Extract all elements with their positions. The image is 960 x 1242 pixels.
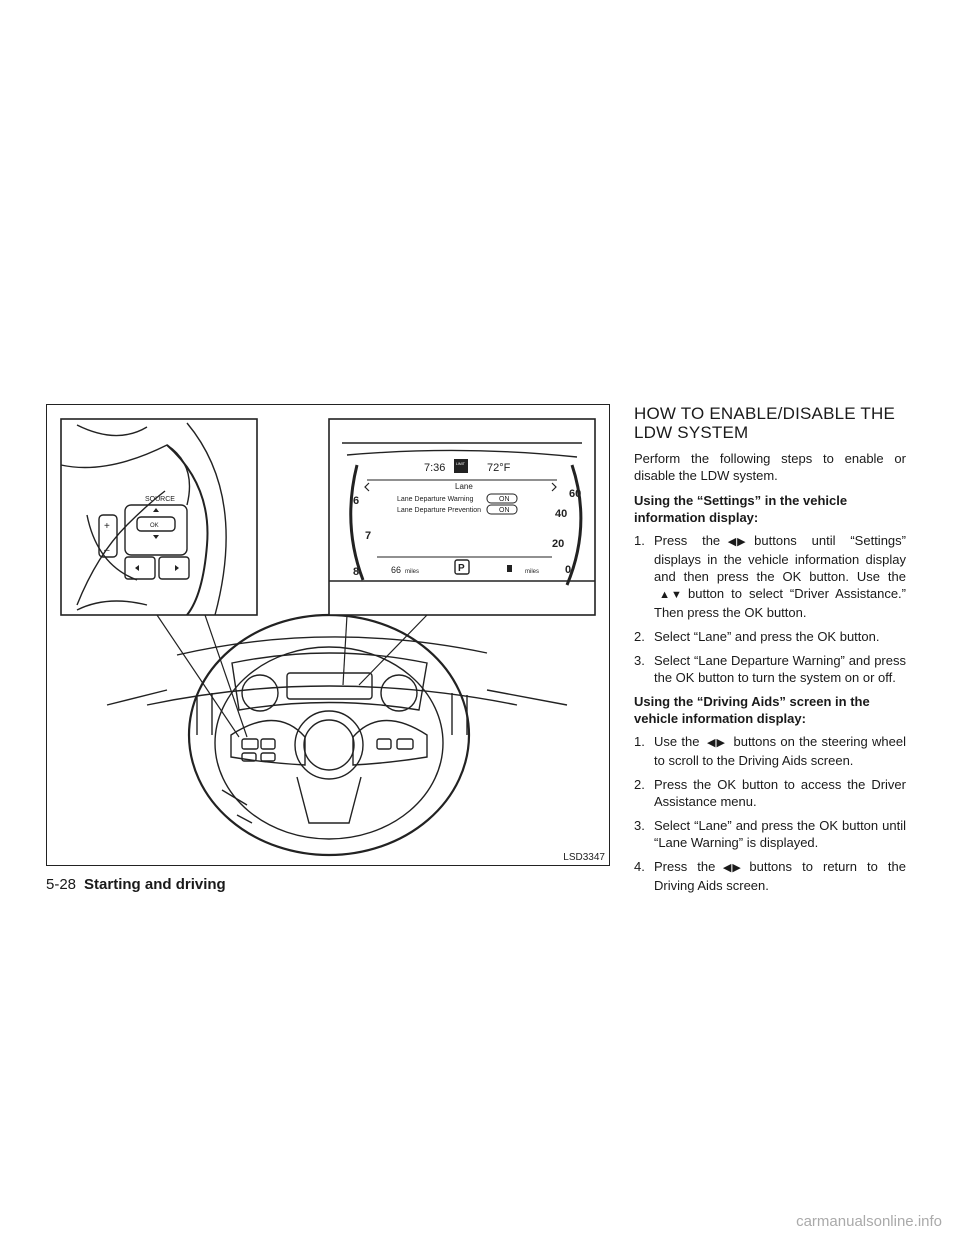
cluster-on-pill — [486, 493, 518, 504]
cluster-menu-item: Lane Departure Warning — [397, 496, 474, 503]
source-label: SOURCE — [145, 496, 175, 503]
list-item: 4.Press the◀▶buttons to return to the Dr… — [634, 859, 906, 893]
left-right-arrow-icon: ◀▶ — [727, 536, 747, 548]
section-title: HOW TO ENABLE/DISABLE THE LDW SYSTEM — [634, 404, 896, 442]
list-item: 2.Press the OK button to access the Driv… — [634, 777, 906, 809]
fuel-icon — [507, 565, 512, 572]
gauge-number: 7 — [365, 530, 371, 542]
illustration-drawing: SOURCE OK + – 7:36 LIMIT 72°F Lane Lan — [60, 418, 596, 857]
cluster-menu-state: ON — [499, 496, 510, 503]
illustration-steering-wheel-and-cluster: SOURCE OK + – 7:36 LIMIT 72°F Lane Lan — [46, 404, 610, 866]
subheading-driving-aids: Using the “Driving Aids” screen in the v… — [634, 694, 870, 726]
list-item: 1.Press the◀▶buttons until “Settings” di… — [634, 533, 906, 620]
gear-indicator: P — [458, 563, 465, 574]
gauge-number: 40 — [555, 508, 567, 520]
cluster-menu-item: Lane Departure Prevention — [397, 507, 481, 514]
steps-driving-aids-list: 1.Use the◀▶buttons on the steering wheel… — [634, 733, 906, 894]
ok-label: OK — [150, 523, 159, 529]
list-item: 2.Select “Lane” and press the OK button. — [634, 629, 880, 644]
limit-badge — [454, 459, 468, 473]
instructions-column: HOW TO ENABLE/DISABLE THE LDW SYSTEM Per… — [634, 404, 906, 901]
gauge-number: 6 — [353, 495, 359, 507]
cluster-chevron-icons — [364, 482, 557, 492]
chapter-title: Starting and driving — [84, 876, 226, 893]
cluster-menu-state: ON — [499, 507, 510, 514]
figure-code: LSD3347 — [563, 852, 605, 863]
subheading-settings: Using the “Settings” in the vehicle info… — [634, 493, 848, 525]
cluster-temperature: 72°F — [487, 462, 511, 474]
up-down-arrow-icon: ▲▼ — [659, 589, 683, 601]
odometer-value: 66 — [391, 565, 401, 575]
limit-badge-label: LIMIT — [456, 462, 466, 466]
plus-label: + — [104, 521, 110, 532]
list-item: 1.Use the◀▶buttons on the steering wheel… — [634, 734, 906, 768]
minus-label: – — [104, 545, 110, 556]
gear-box — [454, 559, 470, 575]
range-unit: miles — [525, 569, 539, 575]
page-footer: 5-28 Starting and driving — [46, 876, 226, 893]
cluster-on-pill — [486, 504, 518, 515]
steps-settings-list: 1.Press the◀▶buttons until “Settings” di… — [634, 532, 906, 686]
left-right-arrow-icon: ◀▶ — [722, 862, 742, 874]
gauge-number: 20 — [552, 538, 564, 550]
cluster-menu-title: Lane — [455, 482, 473, 491]
list-item: 3.Select “Lane” and press the OK button … — [634, 818, 906, 850]
left-right-arrow-icon: ◀▶ — [707, 737, 726, 749]
gauge-number: 8 — [353, 566, 359, 578]
cluster-time: 7:36 — [424, 462, 445, 474]
page-number: 5-28 — [46, 876, 77, 893]
watermark: carmanualsonline.info — [796, 1213, 942, 1230]
gauge-number: 60 — [569, 488, 581, 500]
odometer-unit: miles — [405, 569, 419, 575]
list-item: 3.Select “Lane Departure Warning” and pr… — [634, 653, 906, 685]
intro-paragraph: Perform the following steps to enable or… — [634, 451, 906, 483]
gauge-number: 0 — [565, 564, 571, 576]
